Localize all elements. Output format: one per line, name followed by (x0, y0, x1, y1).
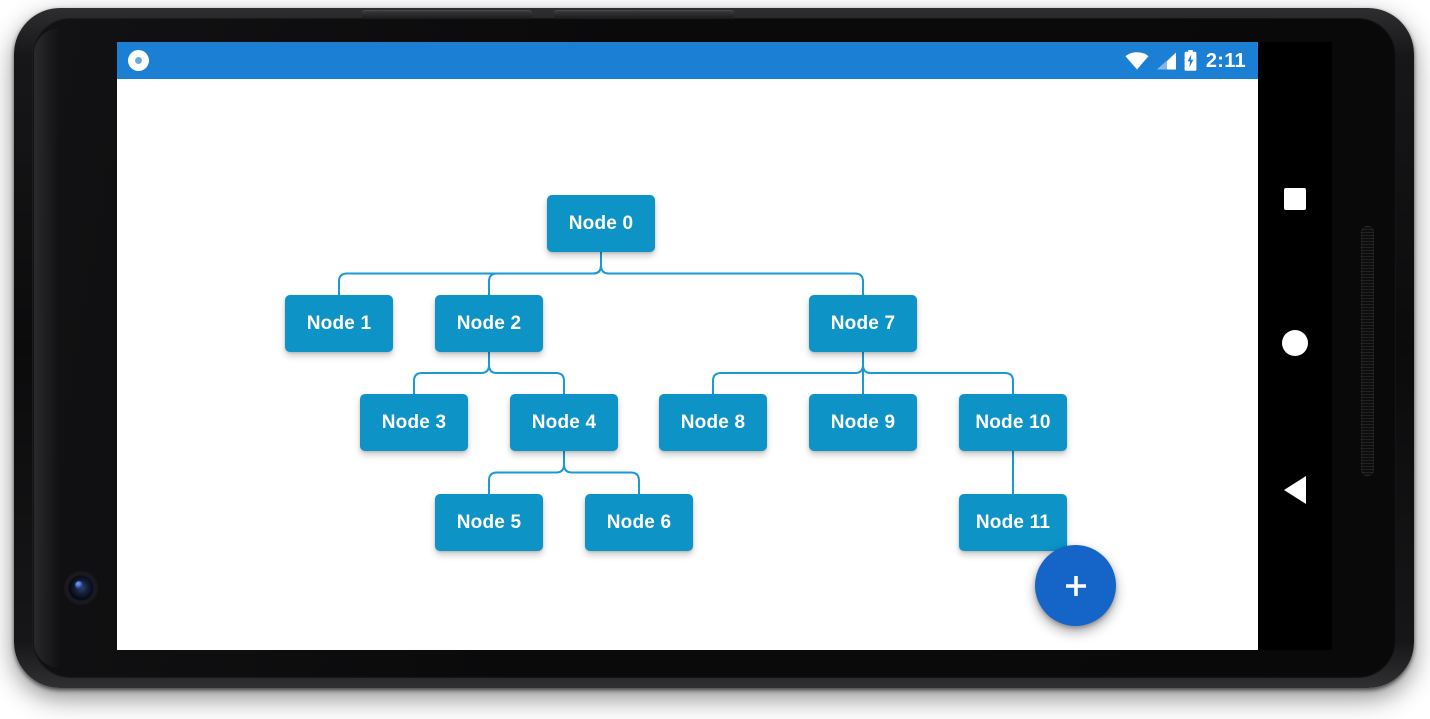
tree-node-5[interactable]: Node 5 (435, 494, 543, 551)
tree-node-label: Node 9 (830, 411, 896, 433)
tree-edge-2-4 (488, 352, 565, 394)
tree-node-label: Node 4 (531, 411, 597, 433)
tree-node-label: Node 3 (381, 411, 447, 433)
tree-edge-2-3 (413, 352, 490, 394)
tree-node-1[interactable]: Node 1 (285, 295, 393, 352)
tree-edge-0-7 (600, 252, 864, 295)
tree-node-label: Node 7 (830, 312, 896, 334)
tree-node-label: Node 10 (975, 411, 1051, 433)
tree-node-7[interactable]: Node 7 (809, 295, 917, 352)
volume-button[interactable] (554, 10, 734, 19)
app-circle-icon (128, 50, 149, 71)
cell-signal-icon (1156, 52, 1176, 69)
plus-icon (1065, 575, 1086, 596)
tree-edge-4-6 (563, 451, 640, 494)
tree-node-3[interactable]: Node 3 (360, 394, 468, 451)
tree-node-9[interactable]: Node 9 (809, 394, 917, 451)
tree-node-label: Node 11 (975, 511, 1051, 533)
tree-node-2[interactable]: Node 2 (435, 295, 543, 352)
status-bar: 2:11 (117, 42, 1258, 79)
square-recents-icon[interactable] (1284, 188, 1306, 210)
tree-node-11[interactable]: Node 11 (959, 494, 1067, 551)
tree-edge-7-8 (712, 352, 864, 394)
tree-node-4[interactable]: Node 4 (510, 394, 618, 451)
battery-charging-icon (1184, 50, 1197, 71)
tree-node-label: Node 2 (456, 312, 522, 334)
triangle-back-icon[interactable] (1284, 476, 1306, 504)
tree-node-label: Node 0 (568, 212, 634, 234)
tree-node-8[interactable]: Node 8 (659, 394, 767, 451)
tree-edges (338, 252, 1014, 494)
status-bar-right: 2:11 (1125, 50, 1246, 71)
tree-node-label: Node 8 (680, 411, 746, 433)
tree-edge-4-5 (488, 451, 565, 494)
power-button[interactable] (362, 10, 532, 19)
tree-node-label: Node 1 (306, 312, 372, 334)
tree-node-0[interactable]: Node 0 (547, 195, 655, 252)
tree-node-10[interactable]: Node 10 (959, 394, 1067, 451)
tree-edge-7-10 (862, 352, 1014, 394)
speaker-grille (1361, 226, 1374, 476)
graph-canvas[interactable]: Node 0 Node 1 Node 2 Node 7 Node 3 Node 4 Node… (117, 79, 1258, 650)
wifi-icon (1125, 51, 1149, 69)
status-bar-clock: 2:11 (1205, 49, 1246, 72)
tree-node-label: Node 5 (456, 511, 522, 533)
system-navigation-bar (1258, 42, 1332, 650)
tree-node-label: Node 6 (606, 511, 672, 533)
tree-node-6[interactable]: Node 6 (585, 494, 693, 551)
circle-home-icon[interactable] (1282, 330, 1308, 356)
add-node-fab[interactable] (1035, 545, 1116, 626)
tree-edge-0-2 (488, 252, 602, 295)
camera-lens (67, 574, 95, 602)
status-bar-left (128, 50, 149, 71)
